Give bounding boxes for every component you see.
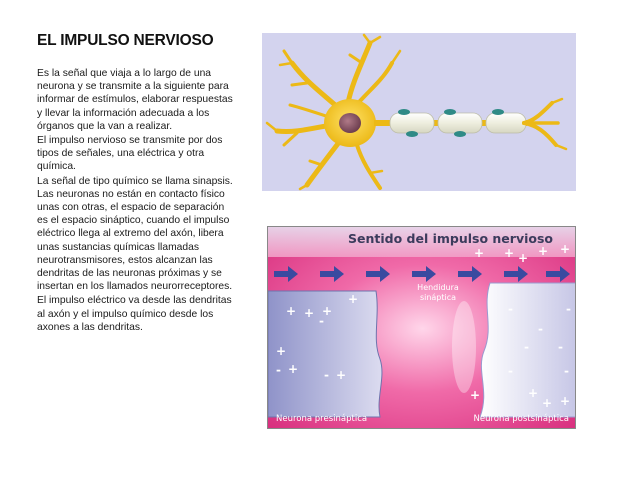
cleft-label-line1: Hendidura bbox=[417, 283, 459, 292]
charge-plus: + bbox=[322, 304, 333, 318]
charge-minus: - bbox=[319, 314, 324, 328]
presynaptic-membrane bbox=[268, 290, 383, 418]
cleft-label-line2: sináptica bbox=[419, 293, 457, 302]
charge-minus: - bbox=[558, 340, 563, 354]
charge-plus: + bbox=[538, 244, 549, 258]
neuron-illustration bbox=[262, 33, 576, 191]
charge-minus: - bbox=[566, 302, 571, 316]
synapse-illustration: Sentido del impulso nervioso Hendidura s… bbox=[267, 226, 576, 429]
charge-plus: + bbox=[288, 362, 299, 376]
postsynaptic-label: Neurona postsináptica bbox=[473, 414, 570, 424]
paragraph-definition: Es la señal que viaja a lo largo de una … bbox=[37, 68, 233, 132]
myelin-sheaths bbox=[389, 109, 527, 137]
postsynaptic-membrane bbox=[479, 282, 575, 418]
charge-plus: + bbox=[560, 394, 571, 408]
charge-plus: + bbox=[504, 246, 515, 260]
charge-minus: - bbox=[538, 322, 543, 336]
charge-plus: + bbox=[542, 396, 553, 410]
presynaptic-label: Neurona presináptica bbox=[276, 414, 368, 424]
charge-plus: + bbox=[528, 386, 539, 400]
cleft-label: Hendidura sináptica bbox=[408, 283, 468, 303]
charge-plus: + bbox=[470, 388, 481, 402]
paragraph-direction: El impulso eléctrico va desde las dendri… bbox=[37, 295, 232, 333]
synapse-drawing bbox=[268, 227, 575, 428]
synapse-title: Sentido del impulso nervioso bbox=[348, 231, 553, 246]
nucleus bbox=[339, 113, 361, 133]
charge-plus: + bbox=[560, 242, 571, 256]
charge-plus: + bbox=[276, 344, 287, 358]
charge-minus: - bbox=[324, 368, 329, 382]
charge-plus: + bbox=[304, 306, 315, 320]
charge-plus: + bbox=[336, 368, 347, 382]
charge-minus: - bbox=[508, 302, 513, 316]
charge-minus: - bbox=[508, 364, 513, 378]
charge-plus: + bbox=[286, 304, 297, 318]
paragraph-signal-types: El impulso nervioso se transmite por dos… bbox=[37, 135, 223, 173]
axon-terminals bbox=[522, 97, 568, 151]
charge-plus: + bbox=[474, 246, 485, 260]
charge-minus: - bbox=[524, 340, 529, 354]
neuron-drawing bbox=[265, 33, 568, 191]
charge-plus: + bbox=[518, 251, 529, 265]
slide-title: EL IMPULSO NERVIOSO bbox=[37, 32, 214, 49]
charge-minus: - bbox=[276, 363, 281, 377]
body-text: Es la señal que viaja a lo largo de una … bbox=[37, 67, 237, 334]
charge-minus: - bbox=[564, 364, 569, 378]
charge-plus: + bbox=[348, 292, 359, 306]
paragraph-synapse: La señal de tipo químico se llama sinaps… bbox=[37, 175, 233, 293]
direction-arrows bbox=[274, 266, 570, 282]
